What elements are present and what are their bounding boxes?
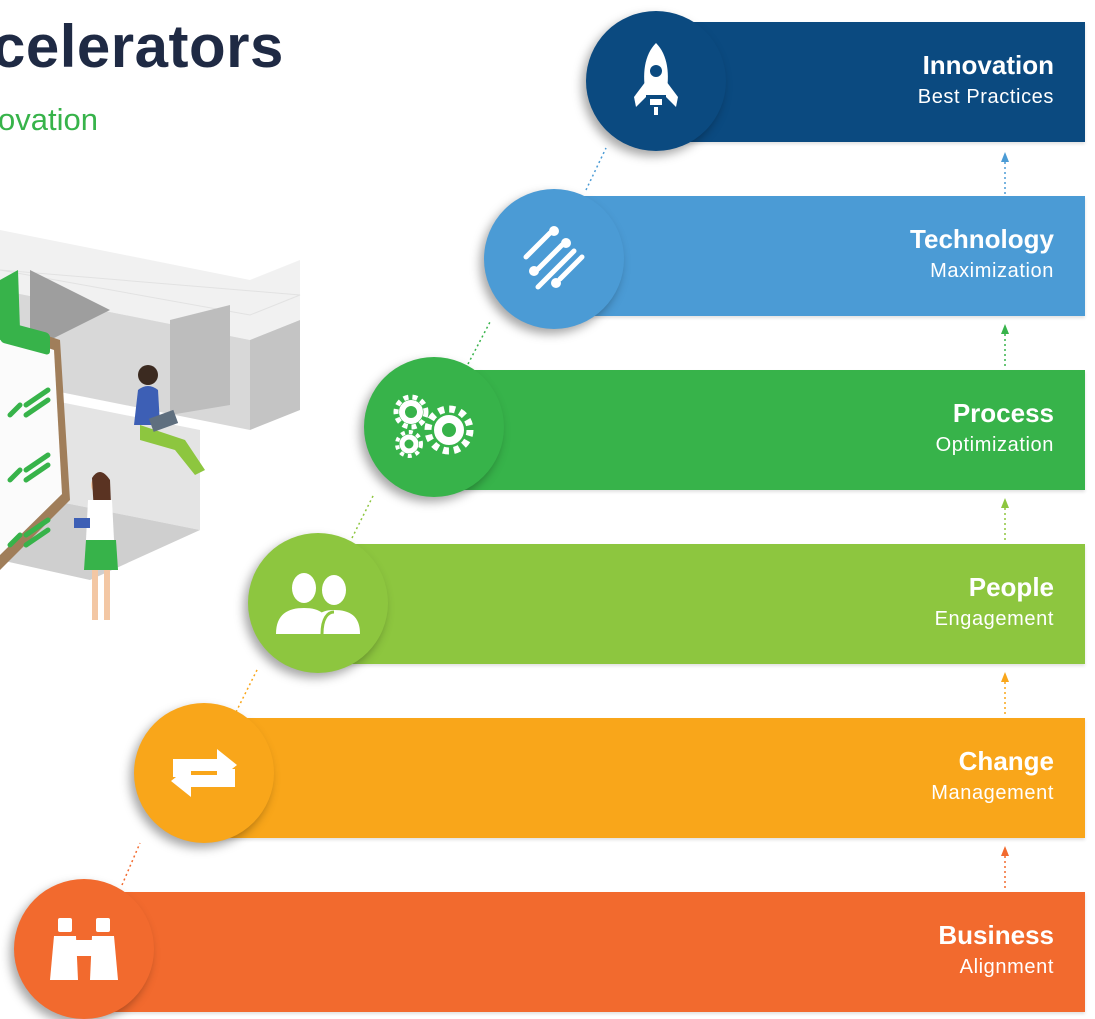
step-band-technology: Technology Maximization — [540, 196, 1085, 316]
repeat-arrows-icon — [171, 749, 237, 797]
up-arrow-icon — [1001, 152, 1009, 194]
step-band-people: People Engagement — [320, 544, 1085, 664]
step-subtitle: Engagement — [934, 608, 1054, 630]
rocket-icon — [634, 43, 678, 115]
page-subtitle: ovation — [0, 102, 98, 137]
step-title: Change — [958, 746, 1054, 776]
step-band-business: Business Alignment — [100, 892, 1085, 1012]
step-subtitle: Best Practices — [917, 86, 1054, 108]
up-arrow-icon — [1001, 846, 1009, 888]
isometric-illustration — [0, 230, 301, 620]
step-subtitle: Maximization — [930, 260, 1054, 282]
step-subtitle: Alignment — [959, 956, 1054, 978]
up-arrow-icon — [1001, 324, 1009, 366]
step-title: Process — [952, 398, 1054, 428]
step-band-innovation: Innovation Best Practices — [655, 22, 1085, 142]
step-title: People — [968, 572, 1054, 602]
step-title: Innovation — [922, 50, 1054, 80]
page-title: celerators — [0, 13, 284, 80]
step-circle-process — [364, 357, 504, 497]
binoculars-icon — [50, 918, 118, 980]
people-icon — [276, 573, 360, 635]
step-title: Technology — [910, 224, 1054, 254]
step-circle-technology — [484, 189, 624, 329]
circuit-icon — [523, 226, 585, 290]
step-circle-business — [14, 879, 154, 1019]
step-subtitle: Optimization — [935, 434, 1054, 456]
gears-icon — [393, 394, 474, 458]
step-circle-people — [248, 533, 388, 673]
step-circle-change — [134, 703, 274, 843]
up-arrow-icon — [1001, 672, 1009, 714]
up-arrow-icon — [1001, 498, 1009, 540]
step-subtitle: Management — [931, 782, 1054, 804]
step-title: Business — [938, 920, 1054, 950]
step-circle-innovation — [586, 11, 726, 151]
step-band-change: Change Management — [210, 718, 1085, 838]
step-band-process: Process Optimization — [430, 370, 1085, 490]
